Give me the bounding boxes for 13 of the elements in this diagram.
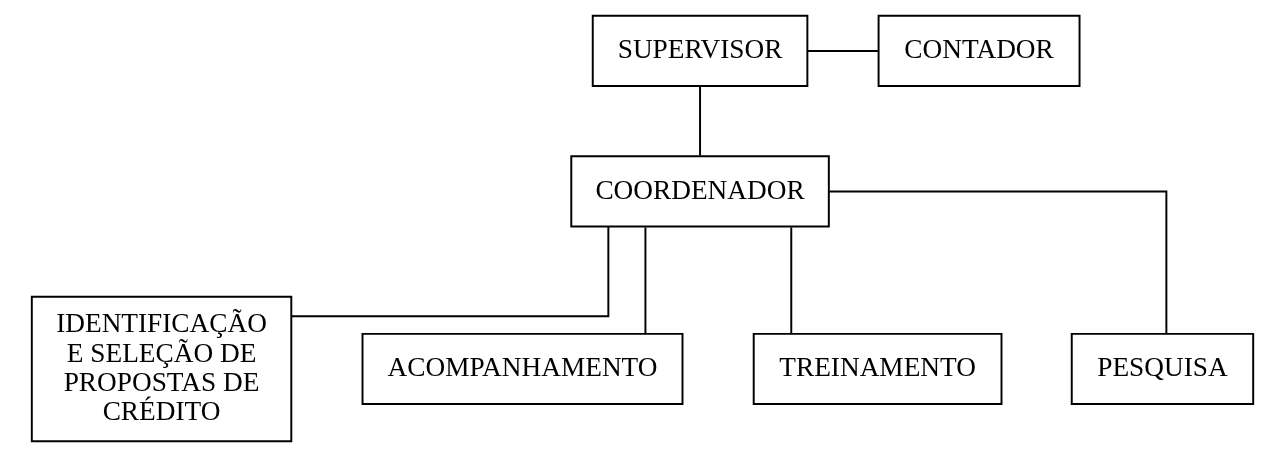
connector <box>644 226 647 335</box>
node-box: SUPERVISOR <box>591 14 809 88</box>
connector <box>806 49 879 52</box>
connector <box>790 226 793 335</box>
connector <box>290 225 610 318</box>
node-box: COORDENADOR <box>570 155 830 228</box>
connector <box>828 190 1168 334</box>
node-box: TREINAMENTO <box>752 332 1003 406</box>
node-box: CONTADOR <box>877 14 1081 88</box>
node-box: PESQUISA <box>1070 332 1255 406</box>
node-box: ACOMPANHAMENTO <box>361 332 684 406</box>
connector <box>699 85 702 157</box>
node-box: IDENTIFICAÇÃO E SELEÇÃO DE PROPOSTAS DE CRÉDITO <box>30 295 293 443</box>
